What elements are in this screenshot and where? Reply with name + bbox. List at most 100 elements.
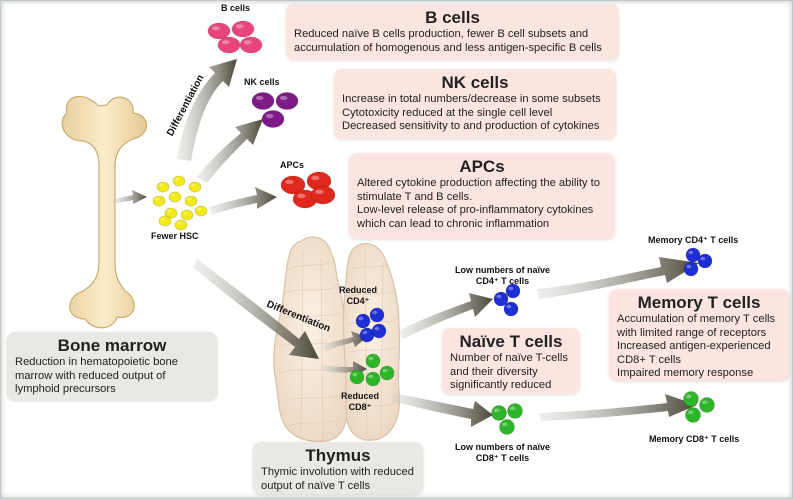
hsc-cell: [156, 181, 170, 193]
arrow-hsc-to-thymus: [193, 259, 319, 359]
cd8-cell: [365, 353, 381, 369]
arrow-cd8-to-naive: [391, 393, 493, 427]
nk-cells-box: NK cells Increase in total numbers/decre…: [334, 69, 616, 139]
thymus-title: Thymus: [305, 446, 371, 465]
cd8-cell-highlight: [368, 356, 374, 361]
b-cell: [231, 20, 255, 38]
naive-cd8-cell: [507, 403, 523, 419]
arrow-thymus-small-upper: [323, 331, 367, 351]
apcs-title: APCs: [459, 157, 505, 176]
hsc-cell-highlight: [183, 212, 188, 215]
apc-cell-highlight: [285, 179, 294, 185]
apc-cell-highlight: [311, 175, 320, 181]
memory-cd8-label: Memory CD8⁺ T cells: [649, 434, 740, 444]
b-cell-highlight: [221, 40, 230, 45]
hsc-cell: [174, 219, 188, 231]
memory-cd4-cell-highlight: [688, 250, 694, 255]
apc-cell-highlight: [297, 193, 306, 199]
hsc-cell-highlight: [171, 194, 176, 197]
naive-cd8-label: Low numbers of naïve CD8⁺ T cells: [455, 442, 551, 463]
arrow-bone-to-hsc: [113, 190, 147, 204]
nk-cells-description: Increase in total numbers/decrease in so…: [342, 93, 601, 133]
hsc-cell-highlight: [161, 218, 166, 221]
thymus-description: Thymic involution with reduced output of…: [261, 466, 414, 492]
arrow-hsc-to-nk: [197, 119, 263, 183]
hsc-cell-highlight: [159, 184, 164, 187]
memory-t-cells-box: Memory T cells Accumulation of memory T …: [609, 289, 789, 381]
hsc-cell: [164, 207, 178, 219]
hsc-cell-highlight: [191, 184, 196, 187]
naive-cd8-cell: [491, 405, 507, 421]
memory-cd8-cell: [685, 407, 701, 423]
b-cell-highlight: [235, 24, 244, 29]
bone-marrow-box: Bone marrow Reduction in hematopoietic b…: [7, 332, 217, 400]
apc-cell-highlight: [315, 189, 324, 195]
hsc-cell: [152, 195, 166, 207]
cd8-cell: [365, 371, 381, 387]
memory-cd4-label: Memory CD4⁺ T cells: [648, 235, 739, 245]
cd8-cell-highlight: [352, 372, 358, 377]
naive-cd4-cell: [493, 291, 509, 307]
hsc-cell: [188, 181, 202, 193]
memory-cd4-cell-highlight: [700, 256, 706, 261]
naive-cd8-cell-highlight: [494, 408, 500, 413]
hsc-cell-highlight: [167, 210, 172, 213]
memory-t-cells-description: Accumulation of memory T cells with limi…: [617, 313, 776, 380]
cd8-cell-highlight: [368, 374, 374, 379]
naive-cd8-cell-highlight: [510, 406, 516, 411]
memory-cd8-cell: [699, 397, 715, 413]
reduced-cd8-label: Reduced CD8⁺: [341, 391, 380, 412]
nk-cells-label: NK cells: [244, 77, 280, 87]
naive-cd4-cell: [505, 283, 521, 299]
cd4-cell: [371, 323, 387, 339]
hsc-cell-highlight: [177, 222, 182, 225]
b-cell-highlight: [243, 40, 252, 45]
arrow-hsc-to-apc: [209, 187, 277, 215]
thymus-illustration: [273, 236, 401, 442]
cd8-cell-highlight: [382, 368, 388, 373]
naive-cd8-cell: [499, 419, 515, 435]
apc-cell: [280, 175, 306, 195]
naive-cd4-label: Low numbers of naïve CD4⁺ T cells: [455, 265, 551, 286]
reduced-cd4-label: Reduced CD4⁺: [339, 285, 378, 306]
apcs-description: Altered cytokine production affecting th…: [357, 177, 600, 230]
cd4-cell-highlight: [374, 326, 380, 331]
b-cells-box: B cells Reduced naïve B cells production…: [286, 4, 619, 60]
memory-t-cells-title: Memory T cells: [637, 293, 761, 312]
b-cell: [239, 36, 263, 54]
arrow-naive8-to-memory8: [539, 394, 697, 421]
hsc-cell-highlight: [175, 178, 180, 181]
naive-t-cells-box: Naïve T cells Number of naïve T-cells an…: [442, 328, 580, 394]
b-cell: [207, 22, 231, 40]
memory-cd8-cell: [683, 391, 699, 407]
cd8-cell: [379, 365, 395, 381]
b-cell: [217, 36, 241, 54]
b-cells-title: B cells: [425, 8, 480, 27]
apc-cell: [310, 185, 336, 205]
memory-cd4-cell-highlight: [686, 264, 692, 269]
naive-cd4-cell-highlight: [508, 286, 514, 291]
hsc-cell-highlight: [187, 198, 192, 201]
memory-cd8-cell-highlight: [686, 394, 692, 399]
bone-marrow-description: Reduction in hematopoietic bone marrow w…: [15, 356, 178, 396]
b-cells-label: B cells: [221, 3, 251, 13]
hsc-cell-highlight: [155, 198, 160, 201]
b-cell-highlight: [211, 26, 220, 31]
naive-cd8-cell-highlight: [502, 422, 508, 427]
memory-cd4-cell: [683, 261, 699, 277]
hsc-cell: [194, 205, 208, 217]
nk-cell-highlight: [279, 95, 288, 101]
naive-t-cells-title: Naïve T cells: [459, 332, 563, 351]
hsc-cell: [158, 215, 172, 227]
nk-cell: [261, 110, 285, 128]
naive-cd4-cell-highlight: [506, 304, 512, 309]
memory-cd8-cell-highlight: [702, 400, 708, 405]
naive-cd4-cell: [503, 301, 519, 317]
bone-marrow-title: Bone marrow: [57, 336, 167, 355]
fewer-hsc-label: Fewer HSC: [151, 231, 199, 241]
differentiation-arrows: [113, 59, 699, 427]
b-cells-description: Reduced naïve B cells production, fewer …: [294, 28, 602, 54]
bone-illustration: [61, 95, 148, 329]
nk-cell: [251, 92, 275, 110]
